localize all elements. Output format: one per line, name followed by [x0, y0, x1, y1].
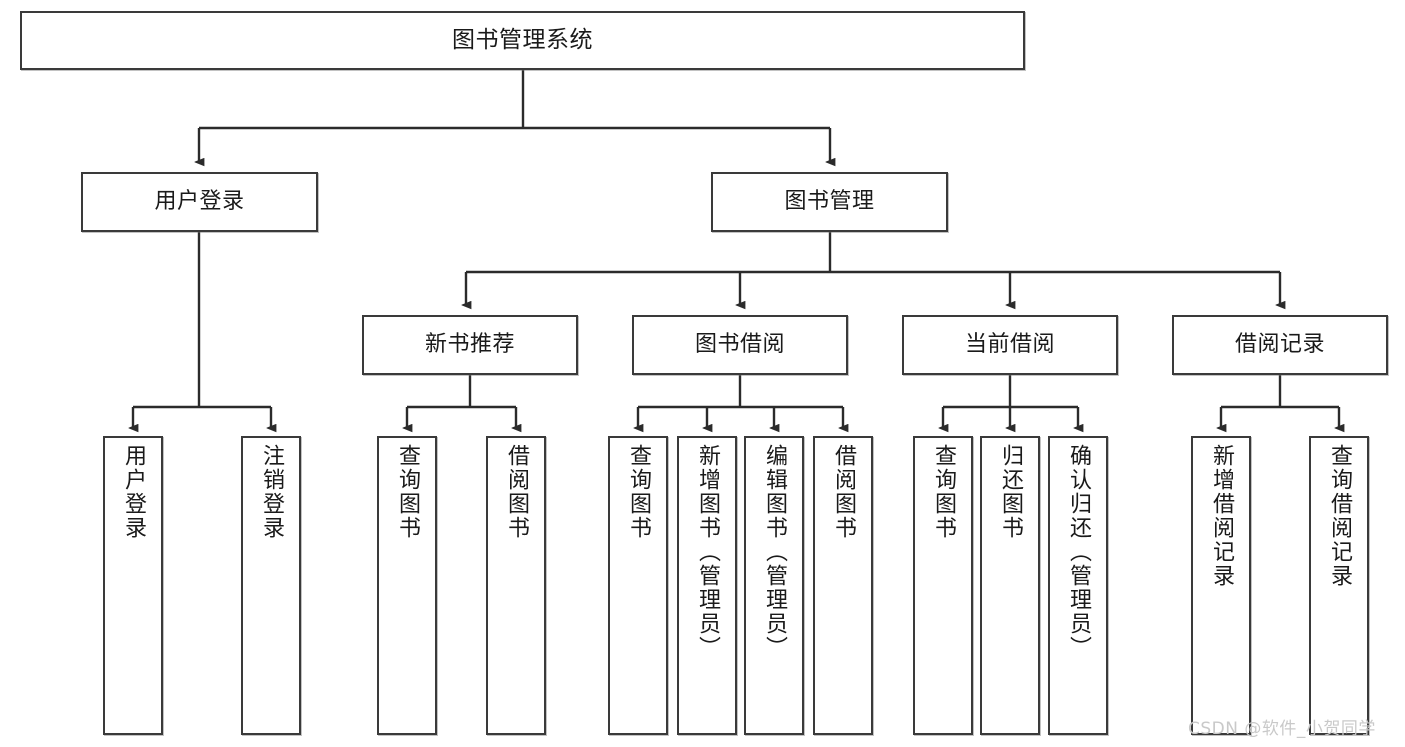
node-label: 查询借阅记录: [1326, 444, 1352, 588]
node-label: 图书管理系统: [452, 26, 593, 53]
leaf-borrow-edit-book-admin[interactable]: 编辑图书（管理员）: [744, 436, 804, 735]
leaf-current-query-book[interactable]: 查询图书: [913, 436, 973, 735]
node-label: 新增借阅记录: [1208, 444, 1234, 588]
node-root-system[interactable]: 图书管理系统: [20, 11, 1025, 70]
node-label: 用户登录: [154, 188, 245, 214]
leaf-record-query-record[interactable]: 查询借阅记录: [1309, 436, 1369, 735]
node-borrow-record[interactable]: 借阅记录: [1172, 315, 1388, 375]
node-label: 查询图书: [930, 444, 956, 540]
node-label: 新书推荐: [424, 331, 515, 357]
node-current-borrow[interactable]: 当前借阅: [902, 315, 1118, 375]
node-label: 图书借阅: [694, 331, 785, 357]
leaf-recommend-query-book[interactable]: 查询图书: [377, 436, 437, 735]
node-label: 当前借阅: [964, 331, 1055, 357]
node-label: 图书管理: [784, 188, 875, 214]
node-label: 新增图书（管理员）: [694, 444, 720, 660]
leaf-current-return-book[interactable]: 归还图书: [980, 436, 1040, 735]
node-book-management[interactable]: 图书管理: [711, 172, 948, 232]
node-label: 归还图书: [997, 444, 1023, 540]
node-label: 注销登录: [258, 444, 284, 540]
node-label: 借阅图书: [830, 444, 856, 540]
node-label: 编辑图书（管理员）: [761, 444, 787, 660]
node-label: 用户登录: [120, 444, 146, 540]
watermark-text: CSDN @软件_小贺同学: [1188, 719, 1376, 739]
node-new-book-recommend[interactable]: 新书推荐: [362, 315, 578, 375]
node-label: 查询图书: [394, 444, 420, 540]
node-book-borrow[interactable]: 图书借阅: [632, 315, 848, 375]
leaf-borrow-query-book[interactable]: 查询图书: [608, 436, 668, 735]
node-label: 借阅记录: [1234, 331, 1325, 357]
node-label: 借阅图书: [503, 444, 529, 540]
leaf-current-confirm-return-admin[interactable]: 确认归还（管理员）: [1048, 436, 1108, 735]
node-user-login[interactable]: 用户登录: [81, 172, 318, 232]
leaf-borrow-borrow-book[interactable]: 借阅图书: [813, 436, 873, 735]
leaf-recommend-borrow-book[interactable]: 借阅图书: [486, 436, 546, 735]
leaf-borrow-add-book-admin[interactable]: 新增图书（管理员）: [677, 436, 737, 735]
leaf-user-login-login[interactable]: 用户登录: [103, 436, 163, 735]
leaf-record-add-record[interactable]: 新增借阅记录: [1191, 436, 1251, 735]
leaf-user-login-logout[interactable]: 注销登录: [241, 436, 301, 735]
node-label: 查询图书: [625, 444, 651, 540]
node-label: 确认归还（管理员）: [1065, 444, 1091, 660]
